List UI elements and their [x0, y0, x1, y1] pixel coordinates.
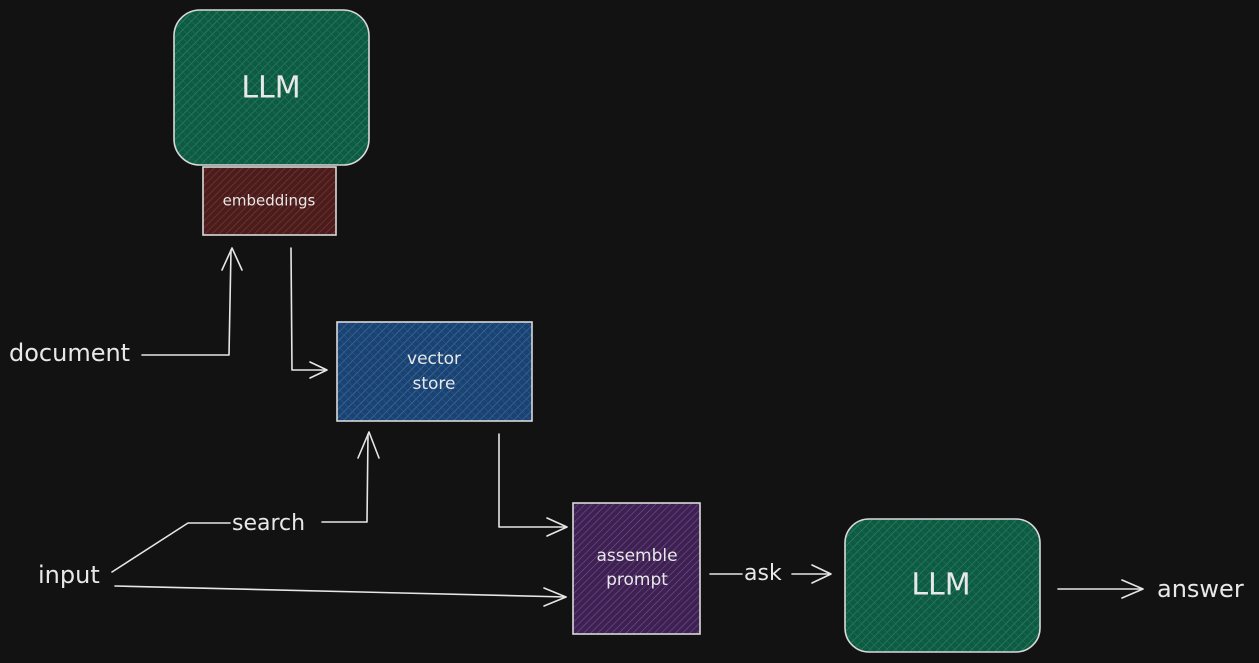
arrow-embeddings-to-vector-store	[290, 247, 328, 379]
arrow-input-to-search	[111, 522, 231, 573]
embeddings-label: embeddings	[223, 192, 316, 210]
document-label: document	[9, 339, 130, 367]
arrow-search-to-vector-store	[321, 431, 380, 523]
llm-top-label: LLM	[241, 71, 300, 106]
arrow-ask-to-llm	[791, 564, 832, 584]
llm-bottom-label: LLM	[911, 568, 970, 603]
input-label: input	[38, 561, 100, 589]
ask-label: ask	[744, 561, 782, 586]
arrow-llm-to-answer	[1057, 579, 1144, 599]
search-label: search	[232, 511, 305, 536]
answer-label: answer	[1157, 575, 1244, 603]
assemble-prompt-node: assemble prompt	[572, 502, 701, 635]
embeddings-node: embeddings	[202, 166, 337, 236]
vector-store-label-line2: store	[413, 374, 456, 394]
assemble-prompt-label-line1: assemble	[596, 546, 677, 566]
llm-node-top: LLM	[173, 9, 370, 166]
arrow-document-to-embeddings	[141, 247, 243, 356]
arrow-vector-store-to-assemble-prompt	[498, 433, 568, 537]
arrow-input-to-assemble-prompt	[114, 585, 567, 607]
vector-store-label-line1: vector	[407, 349, 461, 369]
assemble-prompt-label-line2: prompt	[606, 570, 668, 590]
llm-node-bottom: LLM	[844, 518, 1041, 653]
vector-store-node: vector store	[336, 321, 533, 422]
